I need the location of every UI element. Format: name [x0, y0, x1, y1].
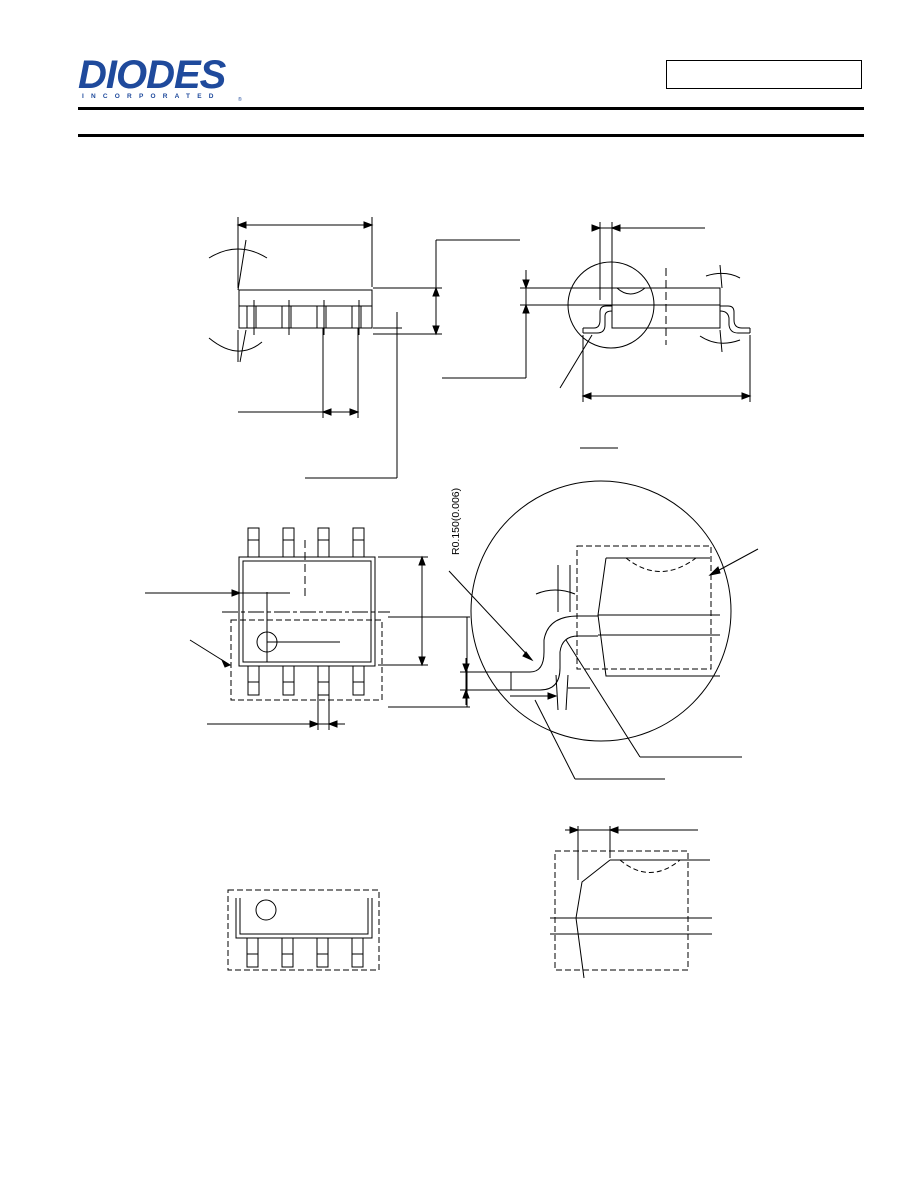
lead-detail-view — [448, 480, 759, 780]
end-view — [442, 222, 752, 449]
part-number-box — [666, 60, 862, 89]
diodes-logo: DIODES INCORPORATED ® — [78, 55, 248, 105]
alternate-top-view — [227, 889, 380, 971]
registered-mark: ® — [238, 97, 242, 103]
logo-wordmark: DIODES — [78, 53, 226, 97]
header-rule-bottom — [78, 134, 864, 137]
radius-label: R0.150(0.006) — [450, 487, 462, 555]
top-view — [145, 527, 470, 730]
logo-subtitle: INCORPORATED — [82, 93, 221, 100]
alternate-lead-detail — [550, 826, 712, 979]
side-view — [208, 217, 520, 479]
header-rule-top — [78, 107, 864, 110]
